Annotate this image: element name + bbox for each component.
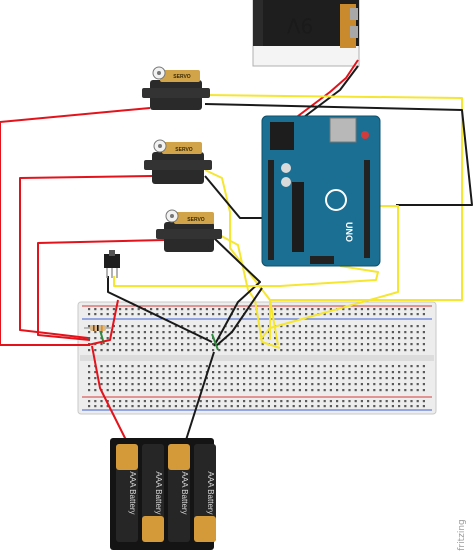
aaa-battery-label: AAA Battery [180, 471, 189, 514]
microcontroller-chip [292, 182, 304, 252]
servo-label: SERVO [187, 217, 205, 223]
battery-pack: AAA Battery AAA Battery AAA Battery AAA Bat… [110, 438, 216, 550]
fritzing-watermark: fritzing [457, 519, 467, 551]
servo-3: SERVO [156, 209, 222, 252]
aaa-battery-label: AAA Battery [128, 471, 137, 514]
servo-1: SERVO [142, 66, 210, 110]
wire-servo3-red [37, 239, 165, 341]
servo-label: SERVO [173, 74, 191, 80]
aaa-battery-cell: AAA Battery [116, 444, 138, 542]
wire-servo1-black [204, 103, 473, 206]
reset-button [361, 131, 369, 139]
aaa-battery-label: AAA Battery [154, 471, 163, 514]
arduino-uno-label: UNO [344, 222, 354, 242]
arduino-logo [325, 189, 347, 211]
servo-2: SERVO [144, 139, 212, 184]
capacitor [281, 177, 291, 187]
aaa-battery-cell: AAA Battery [142, 444, 164, 542]
capacitor [281, 163, 291, 173]
wire-servo3-yellow [213, 231, 281, 349]
wire-pack-black [185, 351, 215, 441]
power-jack [270, 122, 294, 150]
breadboard [77, 301, 437, 415]
usb-port [329, 117, 357, 143]
wire-switch-yellow [113, 265, 379, 287]
aaa-battery-cell: AAA Battery [168, 444, 190, 542]
aaa-battery-cell: AAA Battery [194, 444, 216, 542]
wire-switch-black [107, 276, 213, 343]
icsp-header [310, 256, 334, 264]
slide-switch [104, 250, 120, 278]
header-right [364, 160, 370, 258]
wire-bb-black [215, 287, 263, 347]
wire-arduino-yellow [259, 205, 399, 341]
breadboard-holes [88, 308, 425, 408]
battery-terminal [350, 26, 358, 38]
wire-servo1-yellow [204, 94, 463, 340]
wire-resistor-red [87, 299, 119, 346]
arduino-uno: UNO [261, 115, 381, 267]
resistor [84, 325, 112, 331]
battery-terminal [350, 8, 358, 20]
wire-servo2-red [19, 175, 153, 339]
wires [0, 59, 473, 441]
wire-servo2-black [204, 175, 264, 219]
wire-servo3-black [213, 237, 261, 347]
wire-servo1-red [0, 107, 151, 346]
wire-pack-red [91, 345, 127, 441]
servo-label: SERVO [175, 147, 193, 153]
battery-9v-label: 9V [286, 14, 313, 38]
header-left [268, 160, 274, 260]
aaa-battery-label: AAA Battery [206, 471, 215, 514]
wire-green [211, 333, 219, 351]
battery-9v: 9V [252, 0, 360, 67]
wire-servo2-yellow [204, 169, 279, 346]
